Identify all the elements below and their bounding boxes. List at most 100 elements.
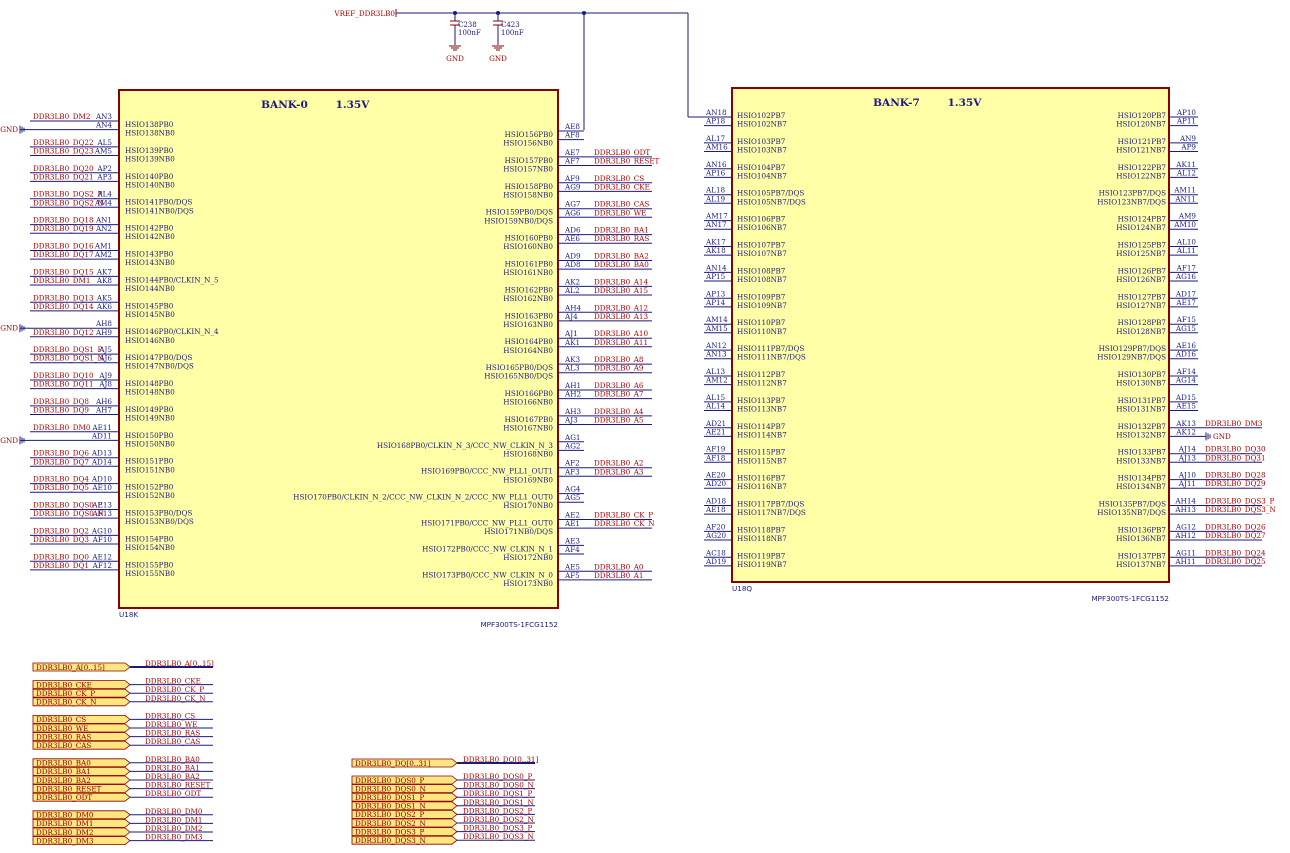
mid-port-port-label: DDR3LB0_DQS2_P — [355, 810, 424, 819]
gnd-label: GND — [0, 324, 18, 333]
bank0-net-label: DDR3LB0_DQ13 — [33, 293, 94, 302]
left-port-port — [32, 715, 131, 724]
left-port-net: DDR3LB0_CKE — [145, 677, 201, 686]
left-port-port — [32, 732, 131, 741]
bank0-net-label: DDR3LB0_A1 — [594, 571, 644, 580]
bank0-net-label: DDR3LB0_DQ6 — [33, 449, 89, 458]
bank7-pin-number: AL15 — [705, 393, 726, 402]
bank7-signal-name: HSIO110NB7 — [737, 327, 787, 336]
bank0-pin-number: AF5 — [564, 571, 580, 580]
bank7-title: BANK-7 — [873, 97, 920, 109]
bank0-pin-number: AP3 — [96, 172, 112, 181]
bank0-net-label: DDR3LB0_DQ22 — [33, 138, 94, 147]
bank7-signal-name: HSIO119PB7 — [737, 551, 786, 560]
bank7-net-label: DDR3LB0_DQ25 — [1205, 557, 1266, 566]
bank0-pin-number: AM2 — [94, 250, 112, 259]
bank7-signal-name: HSIO109NB7 — [737, 301, 787, 310]
bank7-signal-name: HSIO115NB7 — [737, 456, 787, 465]
bank7-pin-number: AG16 — [1175, 272, 1197, 281]
bank7-signal-name: HSIO133PB7 — [1118, 448, 1167, 457]
mid-bus-net: DDR3LB0_DQ[0..31] — [463, 755, 538, 764]
mid-port-net: DDR3LB0_DQS3_P — [463, 824, 532, 833]
bank0-pin-number: AH9 — [95, 328, 112, 337]
bank0-signal-name: HSIO156PB0 — [505, 130, 554, 139]
bank7-pin-number: AN16 — [705, 160, 727, 169]
bank7-pin-number: AF18 — [705, 453, 726, 462]
bank7-pin-number: AL19 — [705, 194, 726, 203]
bank0-net-label: DDR3LB0_CK_N — [594, 519, 654, 528]
left-port-port-label: DDR3LB0_A[0..15] — [36, 663, 105, 672]
bank7-signal-name: HSIO127NB7 — [1116, 301, 1166, 310]
bank0-signal-name: HSIO149PB0 — [125, 405, 174, 414]
bank0-net-label: DDR3LB0_DQ19 — [33, 224, 94, 233]
bank0-net-label: DDR3LB0_DQ17 — [33, 250, 94, 259]
bank7-pin-number: AP16 — [705, 168, 726, 177]
bank7-signal-name: HSIO102NB7 — [737, 120, 787, 129]
bank7-pin-number: AN14 — [705, 263, 727, 272]
bank7-pin-number: AF17 — [1176, 263, 1197, 272]
left-port-port — [32, 662, 131, 672]
bank0-pin-number: AP2 — [96, 164, 112, 173]
bank0-net-label: DDR3LB0_RAS — [594, 234, 649, 243]
bank7-signal-name: HSIO120PB7 — [1118, 111, 1167, 120]
mid-port-net: DDR3LB0_DQS2_N — [463, 815, 534, 824]
bank7-signal-name: HSIO133NB7 — [1116, 456, 1166, 465]
left-port-net: DDR3LB0_RESET — [145, 781, 211, 790]
bank0-signal-name: HSIO167PB0 — [505, 415, 554, 424]
bank0-net-label: DDR3LB0_DQS0_P — [33, 501, 102, 510]
bank0-net-label: DDR3LB0_DQ7 — [33, 457, 89, 466]
bank0-pin-number: AL5 — [96, 138, 112, 147]
left-port-port-label: DDR3LB0_DM2 — [36, 828, 93, 837]
mid-port-port-label: DDR3LB0_DQS1_P — [355, 793, 424, 802]
bank7-pin-number: AD17 — [1175, 289, 1197, 298]
bank0-pin-number: AG1 — [564, 433, 581, 442]
bank7-pin-number: AJ11 — [1178, 479, 1196, 488]
bank7-signal-name: HSIO131NB7 — [1116, 405, 1166, 414]
bank0-net-label: DDR3LB0_DQ15 — [33, 267, 94, 276]
bank0-net-label: DDR3LB0_DQS1_N — [33, 354, 104, 363]
bank7-signal-name: HSIO113NB7 — [737, 405, 787, 414]
bank0-signal-name: HSIO164NB0 — [503, 346, 553, 355]
bank0-pin-number: AF3 — [564, 467, 580, 476]
bank7-signal-name: HSIO123PB7/DQS — [1099, 189, 1166, 198]
bank0-net-label: DDR3LB0_DQ11 — [33, 380, 94, 389]
bank7-signal-name: HSIO121PB7 — [1118, 137, 1167, 146]
bank0-signal-name: HSIO142NB0 — [125, 232, 175, 241]
bank0-pin-number: AF8 — [564, 131, 580, 140]
bank0-pin-number: AN1 — [95, 216, 112, 225]
bank0-pin-number: AN3 — [95, 112, 112, 121]
bank7-part: MPF300TS-1FCG1152 — [1091, 594, 1169, 603]
bank0-signal-name: HSIO144NB0 — [125, 284, 175, 293]
bank7-signal-name: HSIO103NB7 — [737, 146, 787, 155]
bank0-pin-number: AF12 — [92, 561, 112, 570]
bank0-pin-number: AG7 — [564, 200, 581, 209]
bank7-signal-name: HSIO117PB7/DQS — [737, 500, 804, 509]
bank0-signal-name: HSIO139PB0 — [125, 146, 174, 155]
bank0-signal-name: HSIO168PB0/CLKIN_N_3/CCC_NW_CLKIN_N_3 — [377, 441, 554, 450]
bank7-pin-number: AP15 — [705, 272, 726, 281]
bank7-pin-number: AD21 — [705, 419, 726, 428]
bank7-ref: U18Q — [732, 584, 752, 593]
bank7-signal-name: HSIO135NB7/DQS — [1097, 508, 1166, 517]
bank0-pin-number: AE6 — [564, 234, 580, 243]
bank0-signal-name: HSIO161NB0 — [503, 268, 553, 277]
bank0-signal-name: HSIO152PB0 — [125, 483, 174, 492]
bank0-pin-number: AE3 — [564, 536, 580, 545]
bank0-net-label: DDR3LB0_BA1 — [594, 226, 649, 235]
bank0-signal-name: HSIO163NB0 — [503, 320, 553, 329]
bank0-signal-name: HSIO141PB0/DQS — [125, 198, 192, 207]
bank7-pin-number: AH13 — [1174, 505, 1196, 514]
bank0-signal-name: HSIO153NB0/DQS — [125, 517, 194, 526]
bank0-signal-name: HSIO162NB0 — [503, 294, 553, 303]
bank0-net-label: DDR3LB0_BA2 — [594, 252, 649, 261]
bank0-signal-name: HSIO169NB0 — [503, 475, 553, 484]
bank0-pin-number: AH6 — [95, 397, 112, 406]
bank7-pin-number: AE20 — [705, 471, 726, 480]
bank0-pin-number: AG6 — [564, 208, 581, 217]
bank0-net-label: DDR3LB0_DQ1 — [33, 561, 89, 570]
bank0-signal-name: HSIO169PB0/CCC_NW_PLL1_OUT1 — [421, 467, 553, 476]
bank0-title: BANK-0 — [261, 99, 308, 111]
mid-port-port — [351, 827, 458, 836]
bank7-signal-name: HSIO118NB7 — [737, 534, 787, 543]
